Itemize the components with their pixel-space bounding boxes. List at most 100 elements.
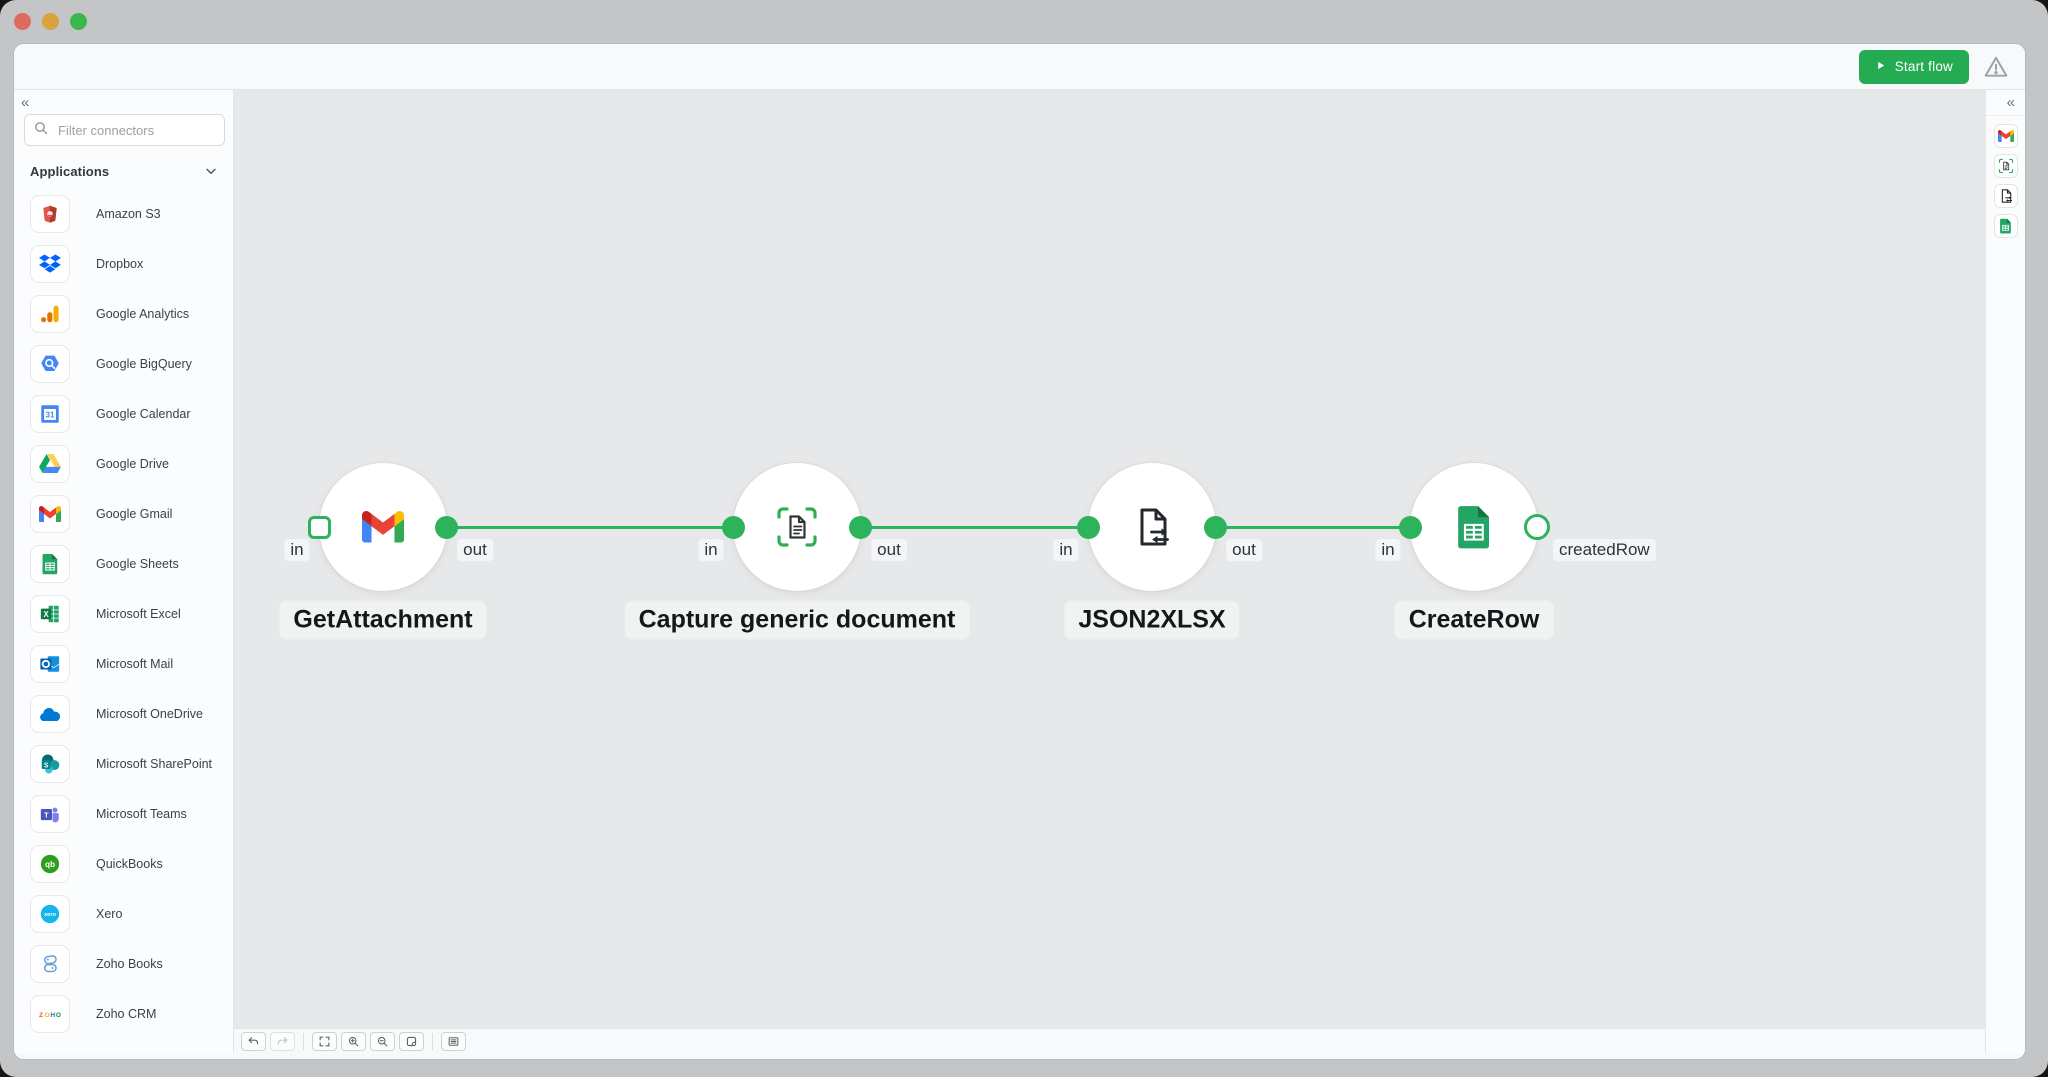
connector-item-zoho-books[interactable]: Zoho Books: [30, 939, 233, 989]
undo-button[interactable]: [241, 1031, 266, 1051]
output-port-label: out: [457, 539, 493, 561]
svg-text:O: O: [56, 1012, 61, 1019]
rail-step-json2xlsx[interactable]: [1993, 184, 2018, 208]
undo-icon: [247, 1035, 260, 1048]
flow-node-json2xlsx[interactable]: [1088, 463, 1216, 591]
gmail-icon: [30, 495, 70, 533]
sidebar-collapse-icon[interactable]: «: [21, 93, 30, 111]
flow-node-capture-generic-document[interactable]: [733, 463, 861, 591]
output-port-label: out: [871, 539, 907, 561]
app-window: Start flow « Applications Amazon S3Dropb…: [14, 44, 2025, 1059]
zoom-in-button[interactable]: [341, 1031, 366, 1051]
svg-text:S: S: [44, 763, 49, 770]
gmail-icon: [1997, 130, 2014, 142]
google-sheets-icon: [1999, 218, 2012, 234]
output-port[interactable]: [1524, 514, 1550, 540]
connector-item-microsoft-mail[interactable]: Microsoft Mail: [30, 639, 233, 689]
connector-label: Google Analytics: [96, 307, 190, 321]
fit-view-icon: [318, 1035, 331, 1048]
output-port[interactable]: [1203, 515, 1227, 539]
input-port[interactable]: [1076, 515, 1100, 539]
node-title-capture-generic-document: Capture generic document: [624, 600, 970, 640]
output-port[interactable]: [434, 515, 458, 539]
google-sheets-icon: [1455, 504, 1493, 550]
warning-triangle-icon[interactable]: [1981, 52, 2011, 82]
connection-edge[interactable]: [1215, 525, 1411, 529]
toolbar-group: [241, 1031, 295, 1051]
google-sheets-icon: [30, 545, 70, 583]
connector-label: Microsoft Mail: [96, 657, 174, 671]
connector-label: Google BigQuery: [96, 357, 192, 371]
play-icon: [1875, 59, 1886, 74]
rail-step-capture-generic-document[interactable]: [1993, 154, 2018, 178]
google-bigquery-icon: [30, 345, 70, 383]
connection-edge[interactable]: [860, 525, 1089, 529]
connector-item-google-sheets[interactable]: Google Sheets: [30, 539, 233, 589]
connector-label: Microsoft Excel: [96, 607, 181, 621]
google-drive-icon: [30, 445, 70, 483]
node-title-json2xlsx: JSON2XLSX: [1064, 600, 1240, 640]
input-port[interactable]: [1398, 515, 1422, 539]
start-flow-button[interactable]: Start flow: [1858, 49, 1969, 84]
toolbar-divider: [432, 1032, 433, 1050]
rail-step-getattachment[interactable]: [1993, 124, 2018, 148]
zoho-books-icon: [30, 945, 70, 983]
traffic-lights: [14, 13, 87, 30]
flow-node-getattachment[interactable]: [319, 463, 447, 591]
close-window-button[interactable]: [14, 13, 31, 30]
zoom-in-icon: [347, 1035, 360, 1048]
output-port-label: out: [1226, 539, 1262, 561]
excel-icon: X: [30, 595, 70, 633]
rail-step-createrow[interactable]: [1993, 214, 2018, 238]
flow-node-createrow[interactable]: [1410, 463, 1538, 591]
input-port[interactable]: [721, 515, 745, 539]
connector-search: [24, 114, 233, 146]
canvas-toolbar: [234, 1028, 1985, 1053]
connector-label: Google Calendar: [96, 407, 191, 421]
dropbox-icon: [30, 245, 70, 283]
connector-label: Xero: [96, 907, 123, 921]
grid-view-button[interactable]: [441, 1031, 466, 1051]
connector-item-amazon-s3[interactable]: Amazon S3: [30, 189, 233, 239]
redo-button[interactable]: [270, 1031, 295, 1051]
connection-edge[interactable]: [446, 525, 734, 529]
output-port[interactable]: [848, 515, 872, 539]
zoom-out-button[interactable]: [370, 1031, 395, 1051]
rail-collapse-icon[interactable]: «: [2006, 94, 2015, 111]
output-port-label: createdRow: [1553, 539, 1656, 561]
connector-item-microsoft-excel[interactable]: X Microsoft Excel: [30, 589, 233, 639]
fit-view-button[interactable]: [312, 1031, 337, 1051]
zoom-out-icon: [376, 1035, 389, 1048]
connector-item-google-drive[interactable]: Google Drive: [30, 439, 233, 489]
connector-item-google-gmail[interactable]: Google Gmail: [30, 489, 233, 539]
search-input[interactable]: [56, 121, 233, 139]
input-port[interactable]: [307, 515, 331, 539]
maximize-window-button[interactable]: [70, 13, 87, 30]
connector-label: Google Drive: [96, 457, 169, 471]
minimize-window-button[interactable]: [42, 13, 59, 30]
connector-label: Microsoft OneDrive: [96, 707, 203, 721]
connector-label: Zoho Books: [96, 957, 163, 971]
flow-steps-rail: «: [1985, 90, 2025, 1053]
connector-item-microsoft-onedrive[interactable]: Microsoft OneDrive: [30, 689, 233, 739]
connector-item-dropbox[interactable]: Dropbox: [30, 239, 233, 289]
applications-label: Applications: [30, 163, 110, 179]
connector-item-google-bigquery[interactable]: Google BigQuery: [30, 339, 233, 389]
connector-label: QuickBooks: [96, 857, 163, 871]
connector-item-google-analytics[interactable]: Google Analytics: [30, 289, 233, 339]
page-view-button[interactable]: [399, 1031, 424, 1051]
chevron-down-icon[interactable]: [203, 163, 219, 179]
svg-text:Z: Z: [39, 1012, 43, 1019]
applications-section-header[interactable]: Applications: [14, 146, 233, 187]
